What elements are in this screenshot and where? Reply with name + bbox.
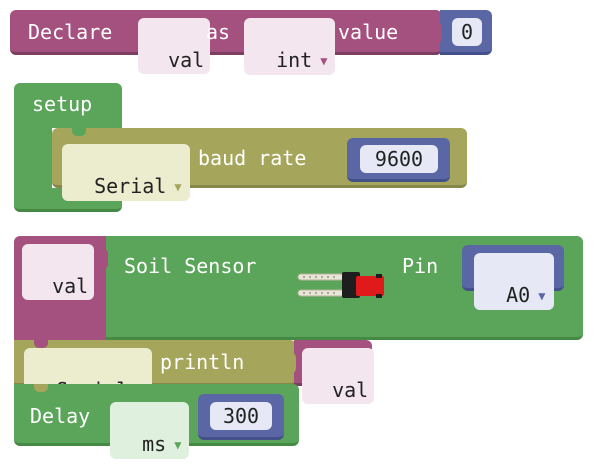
declare-block[interactable] — [10, 10, 442, 55]
declare-type-value: int — [276, 48, 313, 72]
delay-unit-value: ms — [142, 432, 167, 456]
input-connector — [286, 352, 296, 374]
declare-value-field[interactable]: 0 — [452, 18, 482, 46]
input-connector — [96, 248, 108, 270]
dropdown-caret-icon: ▼ — [538, 289, 546, 303]
declare-label: Declare — [28, 20, 113, 44]
declare-var-name: val — [168, 48, 205, 72]
statement-notch — [34, 340, 48, 348]
input-connector — [432, 22, 442, 44]
assign-var-dropdown[interactable]: val — [22, 244, 95, 300]
setup-block-arm — [14, 126, 52, 190]
serial-port-value: Serial — [94, 174, 167, 198]
declare-value-block[interactable] — [440, 10, 492, 55]
pin-label: Pin — [402, 254, 439, 278]
println-var-dropdown[interactable]: val — [302, 348, 375, 404]
declare-var-dropdown[interactable]: val — [138, 18, 211, 74]
setup-label: setup — [32, 92, 93, 116]
delay-value-field[interactable]: 300 — [210, 402, 272, 430]
println-var-name: val — [332, 378, 369, 402]
serial-port-dropdown[interactable]: Serial ▼ — [62, 144, 190, 201]
soil-sensor-label: Soil Sensor — [124, 254, 257, 278]
dropdown-caret-icon: ▼ — [174, 180, 182, 194]
assign-var-name: val — [52, 274, 89, 298]
println-label: println — [160, 350, 245, 374]
statement-notch — [72, 128, 86, 136]
baud-value-field[interactable]: 9600 — [360, 145, 438, 173]
pin-dropdown[interactable]: A0 ▼ — [474, 253, 554, 310]
delay-unit-dropdown[interactable]: ms ▼ — [110, 402, 190, 459]
setup-block[interactable] — [14, 83, 122, 128]
statement-notch — [34, 384, 48, 392]
soil-moisture-sensor-icon — [297, 272, 384, 298]
pin-value: A0 — [506, 283, 531, 307]
dropdown-caret-icon: ▼ — [320, 54, 328, 68]
dropdown-caret-icon: ▼ — [174, 438, 182, 452]
declare-as-label: as — [206, 20, 231, 44]
delay-label: Delay — [30, 404, 91, 428]
baud-rate-label: baud rate — [198, 146, 307, 170]
declare-type-dropdown[interactable]: int ▼ — [244, 18, 336, 75]
declare-value-label: value — [338, 20, 399, 44]
